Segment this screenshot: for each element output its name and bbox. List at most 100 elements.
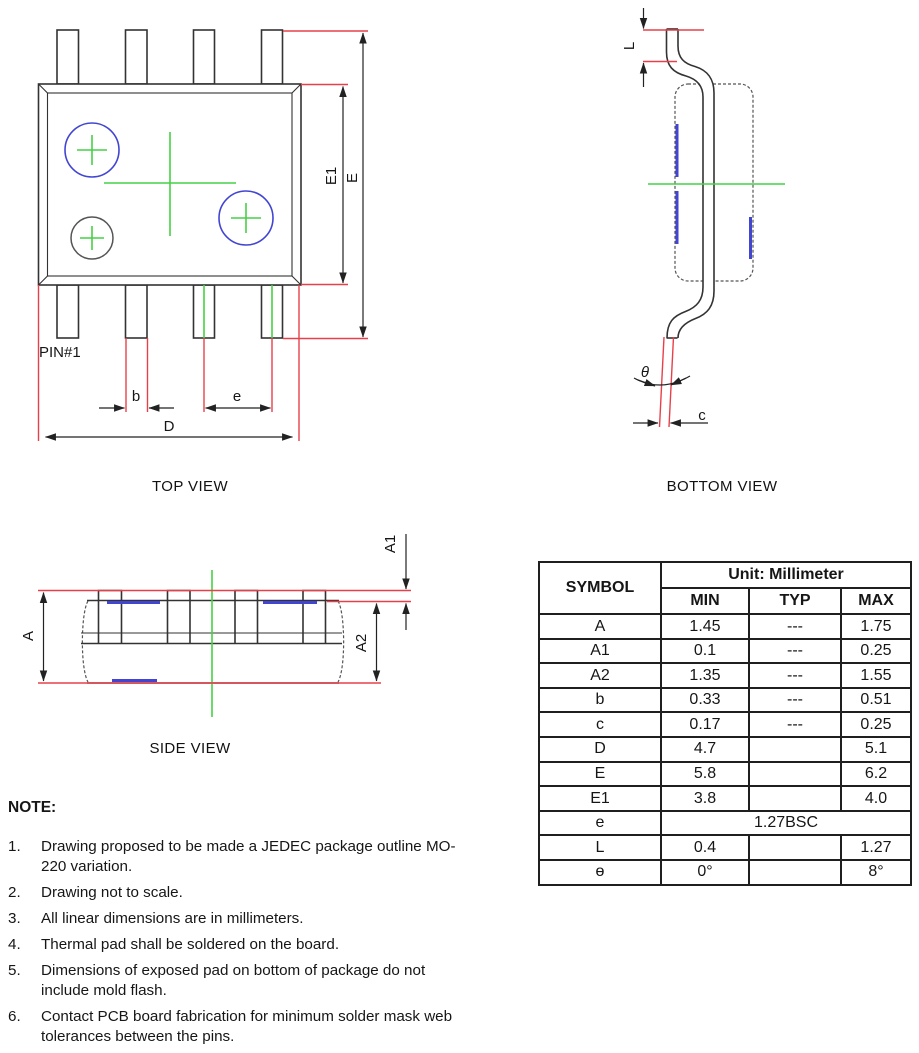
lead-angle-line	[668, 336, 675, 428]
note-number: 4.	[8, 936, 21, 953]
table-row: D 4.7 5.1	[538, 735, 912, 763]
pin1-label: PIN#1	[39, 344, 81, 361]
note-number: 6.	[8, 1008, 21, 1025]
table-cell-max: 6.2	[840, 760, 912, 788]
table-cell-symbol: b	[538, 686, 662, 714]
pin1-marker-circle	[70, 216, 114, 260]
table-cell-symbol: c	[538, 711, 662, 738]
table-row: E 5.8 6.2	[538, 760, 912, 788]
table-cell-max: 0.51	[840, 686, 912, 714]
table-cell-typ	[748, 858, 842, 886]
red-extension-lines	[38, 589, 411, 684]
note-item: 3. All linear dimensions are in millimet…	[8, 909, 490, 929]
note-number: 1.	[8, 838, 21, 855]
note-text: Contact PCB board fabrication for minimu…	[41, 1008, 453, 1045]
L-dimension	[639, 8, 704, 87]
table-cell-min: 0°	[660, 858, 750, 886]
table-cell-span: 1.27BSC	[660, 809, 912, 837]
table-cell-max: 5.1	[840, 735, 912, 763]
theta-angle-dimension	[633, 375, 691, 387]
table-cell-symbol: D	[538, 735, 662, 763]
table-cell-typ	[748, 785, 842, 812]
bottom-pin	[56, 284, 80, 339]
side-view-drawing: A A1 A2	[20, 534, 411, 717]
table-cell-min: 0.17	[660, 711, 750, 738]
dim-label-E: E	[344, 173, 361, 183]
notes-section: NOTE: 1. Drawing proposed to be made a J…	[8, 799, 490, 1053]
note-item: 4. Thermal pad shall be soldered on the …	[8, 935, 490, 955]
package-body-hidden	[674, 83, 754, 282]
package-outline-svg: PIN#1 b e D E1 E	[20, 8, 785, 717]
table-cell-min: 5.8	[660, 760, 750, 788]
table-cell-max: 1.55	[840, 662, 912, 689]
table-cell-min: 1.45	[660, 613, 750, 640]
table-row: e 1.27BSC	[538, 809, 912, 837]
dim-label-L: L	[621, 42, 638, 50]
side-view-title: SIDE VIEW	[149, 740, 231, 757]
table-cell-typ	[748, 735, 842, 763]
table-row: L 0.4 1.27	[538, 834, 912, 861]
dim-label-b: b	[132, 388, 140, 405]
table-header-unit: Unit: Millimeter	[660, 561, 912, 589]
table-cell-min: 0.1	[660, 637, 750, 665]
dim-label-D: D	[164, 418, 175, 435]
fiducial-circle	[218, 190, 274, 246]
dim-label-A1: A1	[382, 535, 399, 553]
table-cell-typ	[748, 834, 842, 861]
table-cell-typ: ---	[748, 711, 842, 738]
fiducial-circle	[64, 122, 120, 178]
table-header-min: MIN	[660, 587, 750, 615]
top-view-drawing: PIN#1 b e D E1 E	[37, 29, 368, 441]
table-cell-min: 4.7	[660, 735, 750, 763]
table-row: A 1.45 --- 1.75	[538, 613, 912, 640]
table-cell-min: 0.4	[660, 834, 750, 861]
bottom-pin	[124, 284, 148, 339]
table-cell-max: 4.0	[840, 785, 912, 812]
note-text: All linear dimensions are in millimeters…	[41, 910, 304, 927]
bottom-view-drawing: θ c L	[621, 8, 785, 428]
top-pin	[260, 29, 284, 85]
table-cell-typ	[748, 760, 842, 788]
table-cell-symbol: e	[538, 809, 662, 837]
table-cell-symbol: A1	[538, 637, 662, 665]
table-row: ɵ 0° 8°	[538, 858, 912, 886]
table-row: b 0.33 --- 0.51	[538, 686, 912, 714]
table-cell-max: 8°	[840, 858, 912, 886]
table-cell-min: 1.35	[660, 662, 750, 689]
body-side-draft	[337, 600, 345, 683]
dim-label-A2: A2	[353, 634, 370, 652]
table-cell-typ: ---	[748, 686, 842, 714]
note-text: Drawing proposed to be made a JEDEC pack…	[41, 838, 456, 875]
package-body-inner	[46, 92, 293, 277]
notes-heading: NOTE:	[8, 799, 57, 816]
table-cell-typ: ---	[748, 662, 842, 689]
table-cell-symbol: E1	[538, 785, 662, 812]
table-cell-symbol: E	[538, 760, 662, 788]
table-row: A2 1.35 --- 1.55	[538, 662, 912, 689]
top-pin	[124, 29, 148, 85]
note-text: Dimensions of exposed pad on bottom of p…	[41, 962, 426, 999]
dim-label-theta: θ	[641, 364, 649, 381]
table-cell-max: 0.25	[840, 637, 912, 665]
table-cell-max: 0.25	[840, 711, 912, 738]
dim-label-A: A	[20, 631, 37, 641]
top-pin	[56, 29, 80, 85]
table-cell-symbol: A2	[538, 662, 662, 689]
lead-angle-line	[658, 336, 665, 428]
table-header-typ: TYP	[748, 587, 842, 615]
note-number: 2.	[8, 884, 21, 901]
table-row: E1 3.8 4.0	[538, 785, 912, 812]
note-text: Drawing not to scale.	[41, 884, 183, 901]
note-item: 6. Contact PCB board fabrication for min…	[8, 1007, 490, 1047]
red-extension-lines	[37, 30, 368, 441]
lead-edge	[677, 29, 715, 339]
table-cell-symbol: L	[538, 834, 662, 861]
body-side-draft	[81, 600, 89, 683]
top-pin	[192, 29, 216, 85]
table-cell-symbol: ɵ	[538, 858, 662, 886]
note-item: 1. Drawing proposed to be made a JEDEC p…	[8, 837, 490, 877]
table-cell-max: 1.75	[840, 613, 912, 640]
table-row: A1 0.1 --- 0.25	[538, 637, 912, 665]
table-cell-min: 0.33	[660, 686, 750, 714]
